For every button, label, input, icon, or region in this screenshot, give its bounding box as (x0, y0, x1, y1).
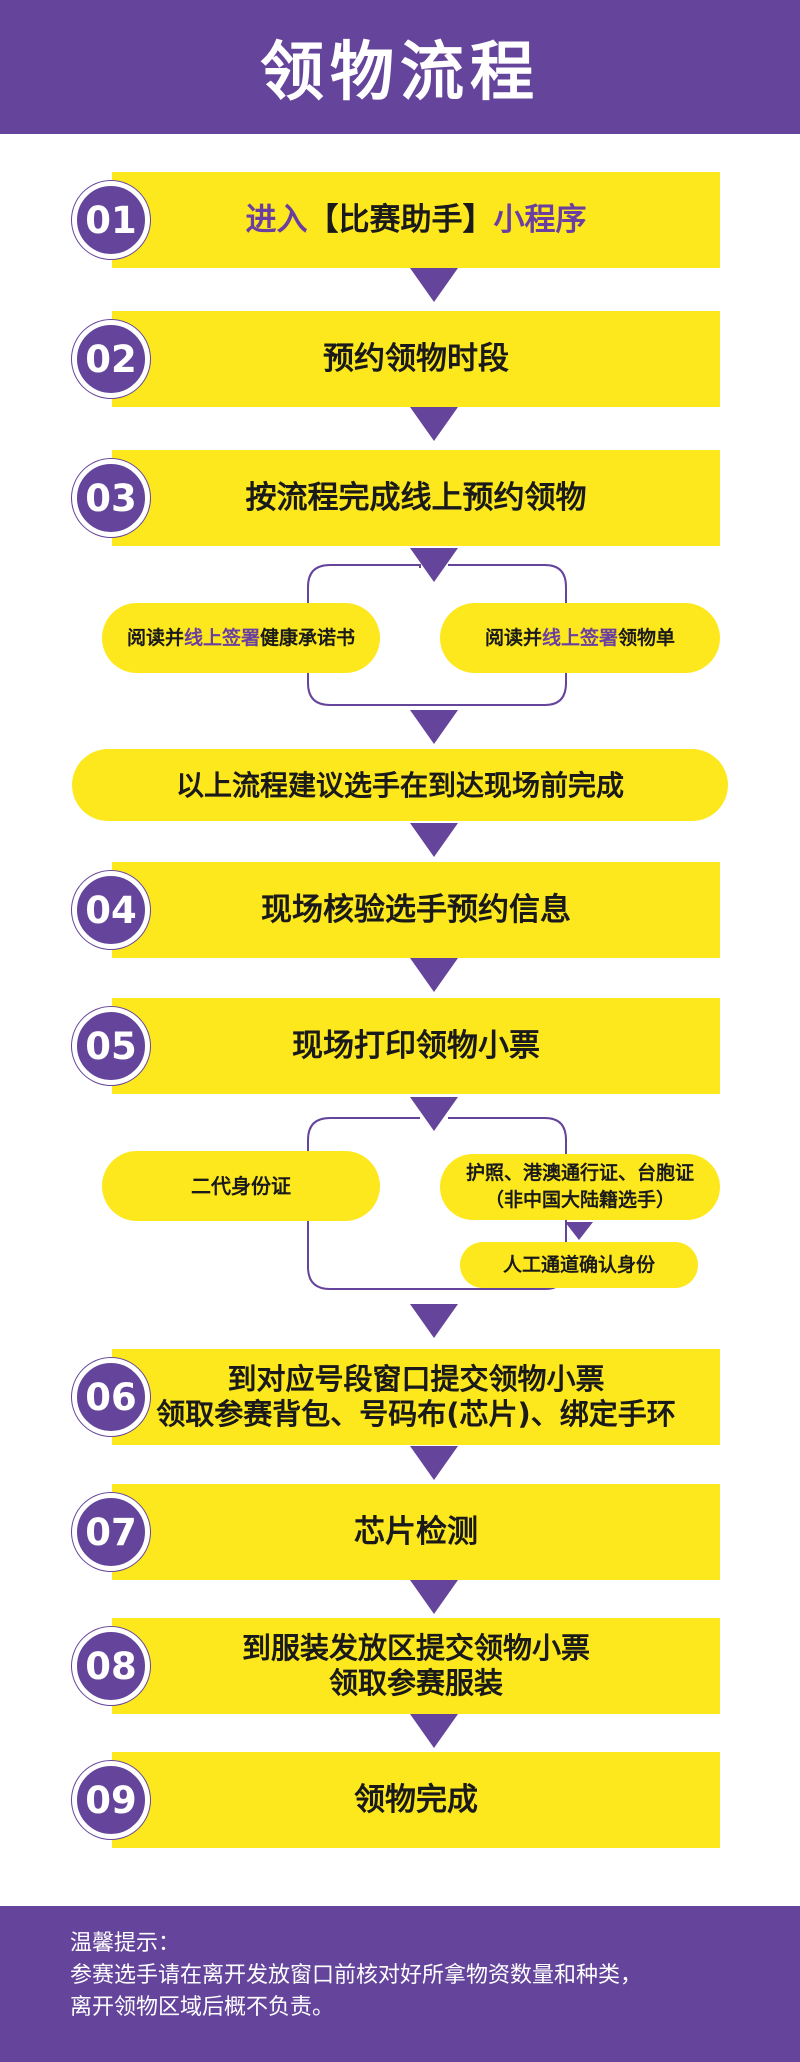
step-number-badge: 09 (72, 1761, 150, 1839)
step-02-bar: 预约领物时段 (112, 311, 720, 407)
step-06-bar: 到对应号段窗口提交领物小票 领取参赛背包、号码布(芯片)、绑定手环 (112, 1349, 720, 1445)
step-number-badge: 04 (72, 871, 150, 949)
step-line2: 领取参赛背包、号码布(芯片)、绑定手环 (156, 1397, 676, 1431)
advice-text: 以上流程建议选手在到达现场前完成 (175, 768, 624, 802)
arrow-icon (410, 710, 458, 744)
step-line1: 到对应号段窗口提交领物小票 (227, 1362, 605, 1396)
arrow-icon (410, 1714, 458, 1748)
pill-text: 二代身份证 (191, 1173, 291, 1198)
step-label: 芯片检测 (354, 1514, 478, 1550)
step-04-bar: 现场核验选手预约信息 (112, 862, 720, 958)
step-09-bar: 领物完成 (112, 1752, 720, 1848)
arrow-icon (565, 1222, 593, 1240)
arrow-icon (410, 1097, 458, 1131)
arrow-icon (410, 1304, 458, 1338)
step-line2: 领取参赛服装 (328, 1666, 503, 1700)
arrow-icon (410, 1446, 458, 1480)
step-number-badge: 06 (72, 1358, 150, 1436)
step-01-suffix: 小程序 (493, 202, 587, 238)
pill-accent-text: 线上签署 (183, 626, 260, 649)
step-line1: 到服装发放区提交领物小票 (241, 1631, 590, 1665)
manual-verify-pill: 人工通道确认身份 (460, 1242, 698, 1288)
arrow-icon (410, 548, 458, 582)
id-card-pill: 二代身份证 (102, 1151, 380, 1221)
arrow-icon (410, 268, 458, 302)
pill-text: 领物单 (618, 626, 676, 649)
step-label: 预约领物时段 (323, 341, 509, 377)
notice-line: 参赛选手请在离开发放窗口前核对好所拿物资数量和种类， (70, 1963, 643, 1988)
step-number-badge: 07 (72, 1493, 150, 1571)
step-01-mid: 【比赛助手】 (307, 202, 494, 238)
step-label: 按流程完成线上预约领物 (245, 480, 587, 516)
notice-title: 温馨提示： (70, 1931, 181, 1956)
pill-text: 人工通道确认身份 (502, 1253, 655, 1276)
pickup-form-pill: 阅读并线上签署领物单 (440, 603, 720, 673)
step-number-badge: 05 (72, 1007, 150, 1085)
step-number-badge: 02 (72, 320, 150, 398)
notice-line: 离开领物区域后概不负责。 (70, 1995, 335, 2020)
advice-pill: 以上流程建议选手在到达现场前完成 (72, 749, 728, 821)
pill-accent-text: 线上签署 (541, 626, 618, 649)
step-number-badge: 01 (72, 181, 150, 259)
arrow-icon (410, 407, 458, 441)
arrow-icon (410, 958, 458, 992)
header-banner: 领物流程 (0, 0, 800, 134)
step-01-prefix: 进入 (245, 202, 308, 238)
pill-text: 阅读并 (126, 626, 184, 649)
step-07-bar: 芯片检测 (112, 1484, 720, 1580)
step-05-bar: 现场打印领物小票 (112, 998, 720, 1094)
pill-text: 护照、港澳通行证、台胞证 (465, 1162, 694, 1184)
arrow-icon (410, 1580, 458, 1614)
passport-pill: 护照、港澳通行证、台胞证 （非中国大陆籍选手） (440, 1154, 720, 1220)
step-03-bar: 按流程完成线上预约领物 (112, 450, 720, 546)
arrow-icon (410, 823, 458, 857)
health-pledge-pill: 阅读并线上签署健康承诺书 (102, 603, 380, 673)
page-title: 领物流程 (260, 36, 540, 110)
step-label: 现场打印领物小票 (292, 1028, 540, 1064)
step-label: 领物完成 (354, 1782, 478, 1818)
step-number-badge: 08 (72, 1627, 150, 1705)
step-number-badge: 03 (72, 459, 150, 537)
pill-text: （非中国大陆籍选手） (484, 1189, 675, 1211)
notice-panel: 温馨提示： 参赛选手请在离开发放窗口前核对好所拿物资数量和种类， 离开领物区域后… (0, 1906, 800, 2062)
pill-text: 阅读并 (484, 626, 542, 649)
step-01-bar: 进入【比赛助手】小程序 (112, 172, 720, 268)
pill-text: 健康承诺书 (260, 626, 356, 649)
step-08-bar: 到服装发放区提交领物小票 领取参赛服装 (112, 1618, 720, 1714)
step-label: 现场核验选手预约信息 (261, 892, 571, 928)
